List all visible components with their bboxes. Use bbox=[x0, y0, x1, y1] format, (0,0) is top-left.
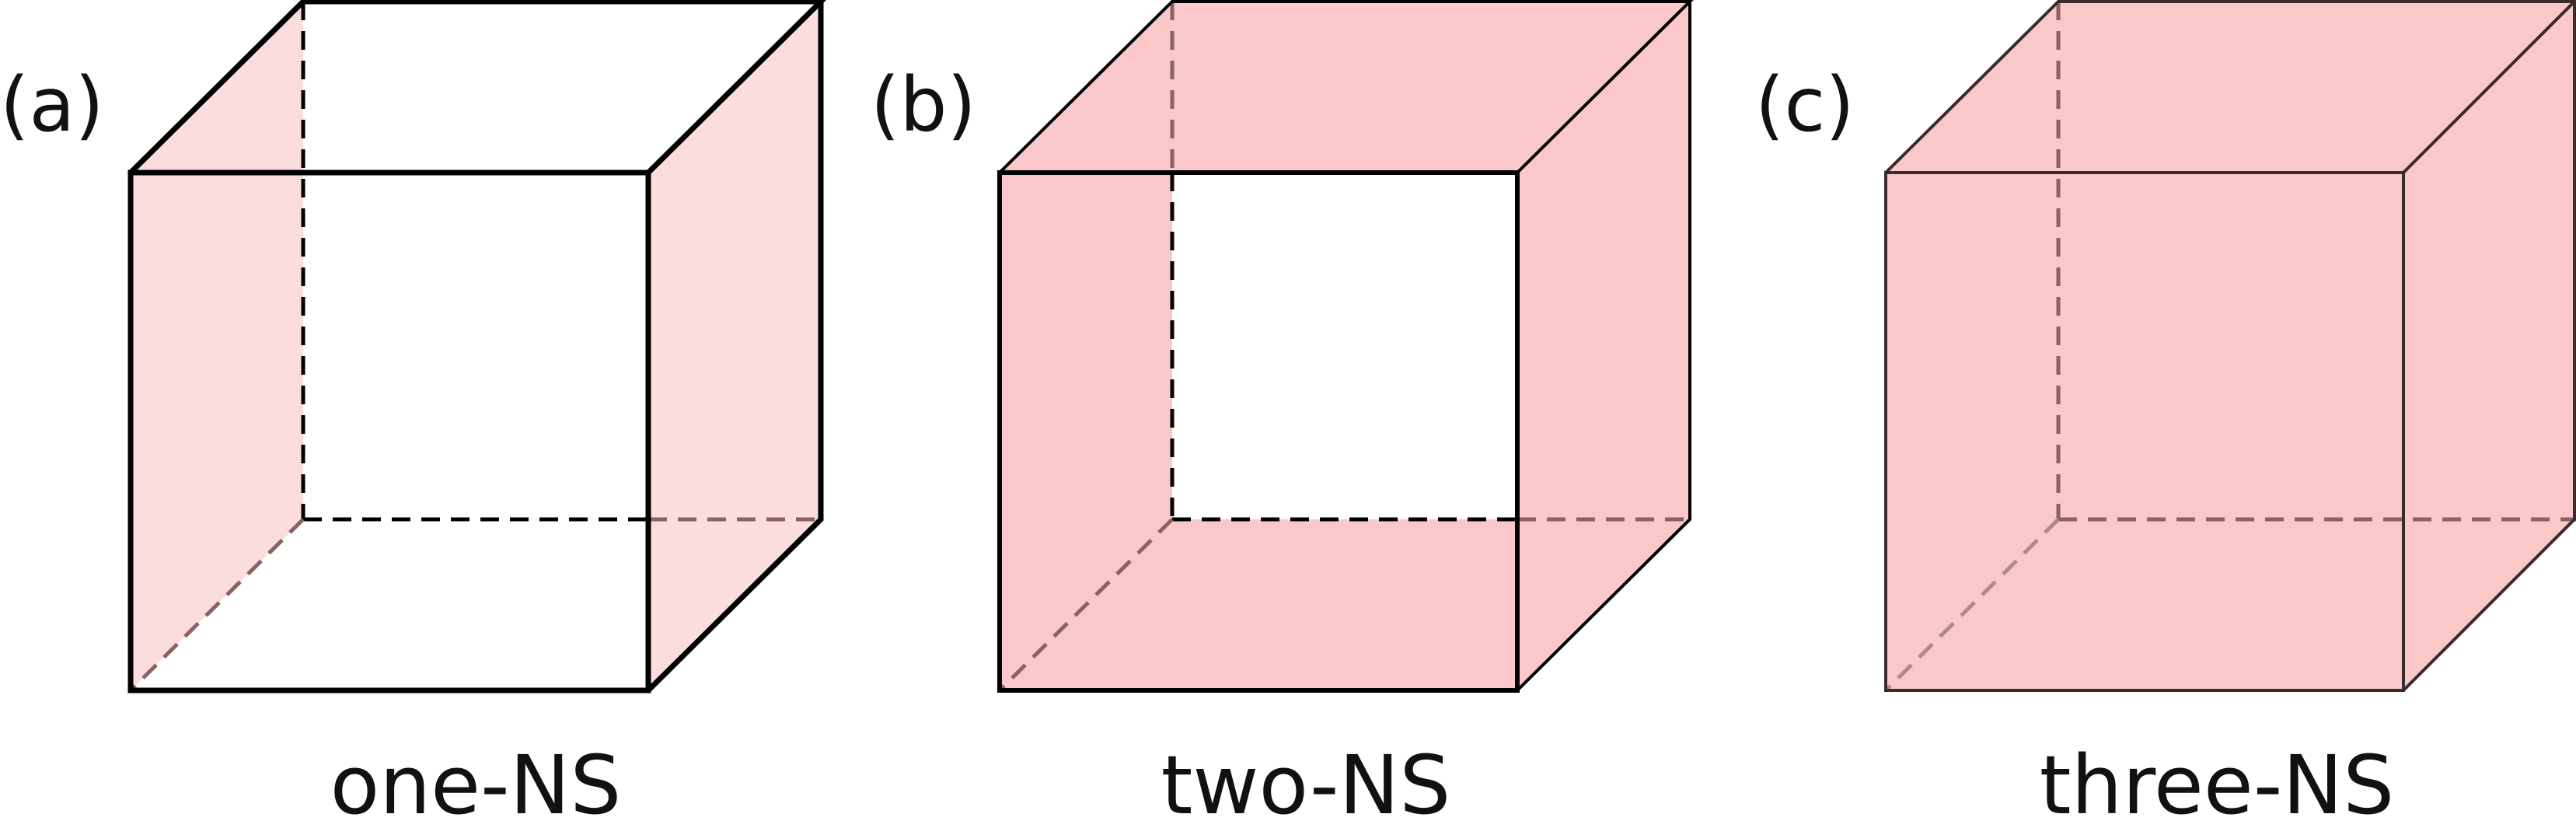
cube-b-top-edges bbox=[998, 0, 1694, 174]
caption-b: two-NS bbox=[1161, 738, 1451, 821]
cube-b-hidden-edge-diagonal bbox=[998, 518, 1174, 692]
panel-label-c: (c) bbox=[1755, 61, 1855, 148]
cube-a-right-face bbox=[648, 2, 821, 690]
cube-c bbox=[1884, 0, 2576, 692]
cube-a-left-face bbox=[131, 2, 303, 690]
cube-a-right-edges bbox=[646, 2, 824, 693]
panel-label-b: (b) bbox=[871, 61, 976, 148]
cube-c-top-edges bbox=[1884, 0, 2576, 174]
panel-a: (a) one-NS bbox=[0, 0, 826, 821]
cube-a-top-edges bbox=[128, 0, 826, 175]
cube-b bbox=[997, 0, 1694, 693]
cube-a-hidden-edge-diagonal bbox=[129, 518, 305, 692]
panel-c: (c) three-NS bbox=[1755, 0, 2576, 821]
cube-b-front-hollow bbox=[1172, 173, 1517, 519]
caption-c: three-NS bbox=[2040, 738, 2394, 821]
cube-b-right-edges bbox=[1516, 2, 1691, 692]
caption-a: one-NS bbox=[330, 738, 622, 821]
panel-label-a: (a) bbox=[0, 61, 104, 148]
cube-a bbox=[127, 0, 826, 693]
cube-c-hidden-edge-diagonal bbox=[1884, 518, 2060, 692]
cube-c-right-edges bbox=[2402, 2, 2576, 692]
panel-b: (b) two-NS bbox=[871, 0, 1694, 821]
